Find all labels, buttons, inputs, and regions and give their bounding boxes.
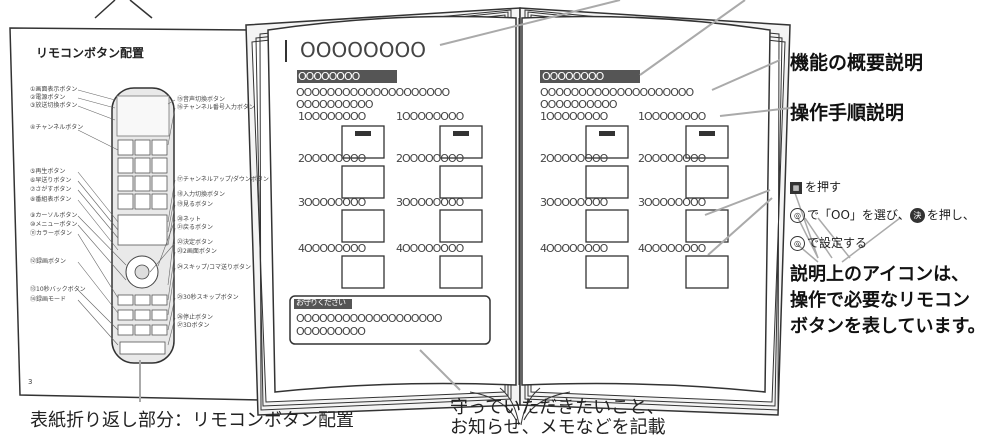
remote-button-icon: ▦ [790,181,802,194]
fold-left-label: ②電源ボタン [30,94,66,101]
icon-note: 説明上のアイコンは、 操作で必要なリモコン ボタンを表しています。 [790,264,986,337]
fold-right-label: ⑱入力切換ボタン [177,191,226,198]
leader-line-top-left-2 [129,0,153,19]
right-page-step: 1OOOOOOOO [540,110,608,123]
left-page-step: 4OOOOOOOO [298,242,366,255]
fold-left-label: ⑭録画モード [30,296,67,303]
right-page-step: 3OOOOOOOO [540,196,608,209]
fold-right-label: ⑲見るボタン [177,201,214,208]
fold-left-label: ⑨カーソルボタン [30,212,78,219]
fold-left-label: ③放送切換ボタン [30,102,78,109]
gray-leader-lines [139,0,791,402]
left-page-banner: OOOOOOOO [298,70,360,83]
right-page-desc-line2: OOOOOOOOOO [540,98,618,111]
leader-line-top-left [94,0,116,19]
notice-line2: OOOOOOOOO [296,325,366,338]
right-page-step: 2OOOOOOOO [540,152,608,165]
fold-left-label: ⑬10秒バックボタン [30,286,86,293]
fold-right-label: ㉕30秒スキップボタン [177,294,239,301]
fold-right-label: ㉓2画面ボタン [177,248,217,255]
right-page [521,15,771,393]
fold-right-label: ㉔スキップ/コマ送りボタン [177,264,252,271]
fold-right-label: ㉒決定ボタン [177,239,214,246]
fold-left-label: ⑩メニューボタン [30,221,78,228]
right-page-step: 4OOOOOOOO [638,242,706,255]
fold-left-label: ⑦さがすボタン [30,186,72,193]
left-page-title-placeholder: OOOOOOOO [300,38,426,62]
left-page-desc-line2: OOOOOOOOOO [296,98,374,111]
left-page-step: 2OOOOOOOO [396,152,464,165]
fold-right-label: ㉑戻るボタン [177,224,214,231]
fold-flap-page-number: 3 [28,378,33,386]
notice-label: お守りください [296,298,346,307]
right-page-step: 3OOOOOOOO [638,196,706,209]
fold-right-label: ㉖停止ボタン [177,314,214,321]
icon-example-line1: ▦を押す [790,178,841,195]
left-page-step: 4OOOOOOOO [396,242,464,255]
icon-example-line2: ◎で「OO」を選び、決を押し、 [790,206,975,223]
fold-caption: 表紙折り返し部分：リモコンボタン配置 [30,410,354,431]
fold-left-label: ⑤再生ボタン [30,168,66,175]
cursor-button-icon-2: ◎ [790,236,805,251]
fold-left-label: ①画面表示ボタン [30,86,78,93]
overview-callout: 機能の概要説明 [790,52,924,74]
left-page-step: 1OOOOOOOO [298,110,366,123]
left-page-step: 2OOOOOOOO [298,152,366,165]
fold-right-label: ⑰チャンネルアップ/ダウンボタン [177,176,269,183]
remote-number-keys [117,139,168,210]
right-page-step: 1OOOOOOOO [638,110,706,123]
cursor-button-icon: ◎ [790,208,805,223]
notice-line1: OOOOOOOOOOOOOOOOOOO [296,312,443,325]
fold-right-label: ⑮音声切換ボタン [177,96,226,103]
procedure-callout: 操作手順説明 [790,102,905,124]
fold-right-label: ⑳ネット [177,216,202,223]
fold-right-label: ㉗3Dボタン [177,322,210,329]
fold-left-label: ⑫録画ボタン [30,258,67,265]
left-page-step: 1OOOOOOOO [396,110,464,123]
fold-left-label: ⑪カラーボタン [30,230,73,237]
right-page-image-boxes [585,125,729,289]
right-page-desc-line1: OOOOOOOOOOOOOOOOOOOO [540,86,694,99]
fold-right-label: ⑯チャンネル番号入力ボタン [177,104,255,111]
fold-left-label: ④チャンネルボタン [30,124,84,131]
fold-left-label: ⑧番組表ボタン [30,196,72,203]
left-page-step: 3OOOOOOOO [396,196,464,209]
right-page-step: 4OOOOOOOO [540,242,608,255]
icon-example-line3: ◎で設定する [790,234,867,251]
right-page-banner: OOOOOOOO [542,70,604,83]
right-page-step: 2OOOOOOOO [638,152,706,165]
enter-button-icon: 決 [909,208,925,223]
fold-flap-title: リモコンボタン配置 [36,46,145,60]
fold-left-label: ⑥早送りボタン [30,177,72,184]
keep-caption: 守っていただきたいこと、 お知らせ、メモなどを記載 [450,397,666,438]
left-page-step: 3OOOOOOOO [298,196,366,209]
left-page-desc-line1: OOOOOOOOOOOOOOOOOOOO [296,86,450,99]
